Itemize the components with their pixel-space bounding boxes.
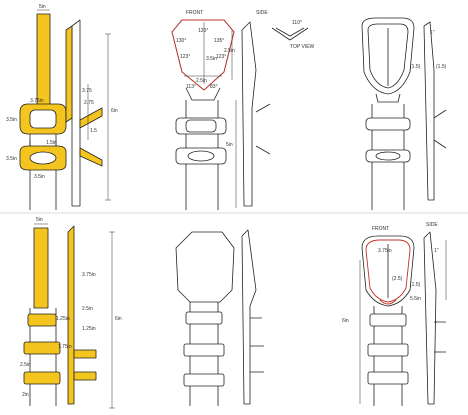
- panel-3-rounded-blade-sketch: 1" (1.5) (1.5): [361, 17, 447, 210]
- p6-overall: 6in: [342, 318, 349, 324]
- p6-blade-mid: (2.5): [392, 276, 403, 282]
- panel-6-rounded-red-blade-sketch: FRONT SIDE 3.75in (2.5) 1" (1.5) 5.5in 6…: [342, 222, 447, 406]
- p3-right-mid: (1.5): [436, 64, 447, 70]
- p4-mid-c: 1.25in: [82, 326, 96, 332]
- p1-top-width: 5in: [39, 4, 46, 10]
- p1-lower-collar: 3.5in: [6, 156, 17, 162]
- p1-overall: 6in: [111, 108, 118, 114]
- p2-side-label: SIDE: [256, 10, 268, 16]
- p4-collar-a: 1.25in: [56, 316, 70, 322]
- p1-bottom: 3.5in: [34, 174, 45, 180]
- p2-angle-l3: 113°: [186, 84, 196, 90]
- p1-gap: 1.5in: [46, 140, 57, 146]
- p6-side-mid: (1.5): [410, 282, 421, 288]
- p6-side-left: 5.5in: [410, 296, 421, 302]
- panel-5-pointed-blade-sketch: [175, 229, 264, 406]
- p4-bottom: 2in: [22, 392, 29, 398]
- p2-top-view-label: TOP VIEW: [290, 44, 315, 50]
- panel-1-gold-handle-sketch: 5in 3.75in 3.5in 1.5in 3.5in 3.5in 3.75 …: [6, 4, 118, 210]
- p2-angle-center: 120°: [198, 28, 208, 34]
- p1-top-collar: 3.75in: [30, 98, 44, 104]
- p6-side-dim: 1": [434, 248, 439, 254]
- p1-side-b: 2.75: [84, 100, 94, 106]
- p1-side-len: 3.75: [82, 88, 92, 94]
- p4-top-dim: 5in: [36, 217, 43, 223]
- p2-angle-r3: 83°: [210, 84, 218, 90]
- p2-angle-r2: 123°: [216, 54, 226, 60]
- p2-blade-height: 3.5in: [206, 56, 217, 62]
- p2-side-height: 2.5in: [224, 48, 235, 54]
- p3-left-mid: (1.5): [410, 64, 421, 70]
- p4-mid-a: 2.5in: [82, 306, 93, 312]
- p2-angle-l2: 123°: [180, 54, 190, 60]
- p2-angle-r1: 135°: [214, 38, 224, 44]
- p2-angle-top: 110°: [292, 20, 302, 26]
- p6-blade-w: 3.75in: [378, 248, 392, 254]
- p6-side-label: SIDE: [426, 222, 438, 228]
- p4-overall: 6in: [115, 316, 122, 322]
- p6-front-label: FRONT: [372, 226, 389, 232]
- p2-angle-l1: 130°: [176, 38, 186, 44]
- p2-front-label: FRONT: [186, 10, 203, 16]
- panel-4-gold-straps-sketch: 5in 3.75in 1.25in 2.5in 1.75in 1.25in 2.…: [20, 217, 122, 409]
- p4-mid-b: 1.75in: [58, 344, 72, 350]
- p1-collar-left: 3.5in: [6, 117, 17, 123]
- p4-lower: 2.5in: [20, 362, 31, 368]
- p4-top-collar: 3.75in: [82, 272, 96, 278]
- panel-2-shovel-blade-sketch: FRONT SIDE TOP VIEW 110° 120° 130° 135° …: [171, 10, 315, 210]
- p3-right-top: 1": [430, 30, 435, 36]
- p1-side-a: 1.5: [90, 128, 97, 134]
- p2-side-lower: 5in: [226, 142, 233, 148]
- p2-blade-width: 2.5in: [196, 78, 207, 84]
